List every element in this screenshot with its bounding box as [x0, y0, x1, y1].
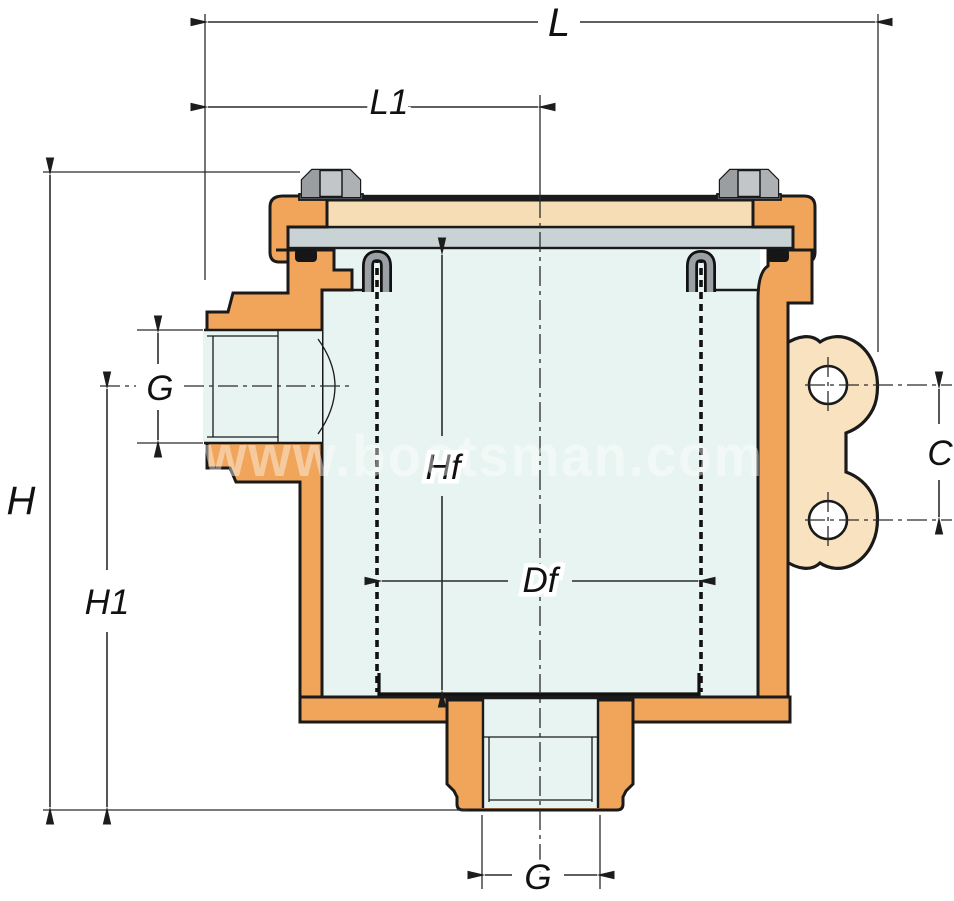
- o-ring-left: [295, 249, 317, 262]
- body-right-wall: [756, 248, 814, 699]
- dim-label-H1: H1: [85, 583, 130, 622]
- dimension-lines: [45, 17, 944, 880]
- dim-label-Df: Df: [523, 561, 561, 600]
- mounting-bracket: [782, 335, 880, 570]
- dim-label-G-inlet: G: [146, 369, 173, 408]
- hex-nut-right: [716, 168, 782, 201]
- basket-hook-right: [686, 249, 716, 292]
- dim-label-G-outlet: G: [524, 858, 551, 897]
- o-ring-right: [767, 249, 789, 262]
- dim-label-Hf: Hf: [426, 448, 464, 487]
- watermark-text: www.bootsman.com: [203, 424, 764, 489]
- basket-bottom: [377, 673, 701, 696]
- dim-label-C: C: [927, 434, 953, 473]
- clamp-left: [268, 194, 329, 264]
- bowl-interior: [318, 248, 760, 703]
- hex-nut-left: [298, 168, 364, 201]
- dim-label-L1: L1: [370, 83, 409, 122]
- dim-label-L: L: [548, 1, 570, 45]
- dim-label-H: H: [7, 479, 36, 523]
- filter-basket: [375, 256, 703, 696]
- basket-hook-left: [362, 249, 392, 292]
- extension-lines: [43, 14, 879, 889]
